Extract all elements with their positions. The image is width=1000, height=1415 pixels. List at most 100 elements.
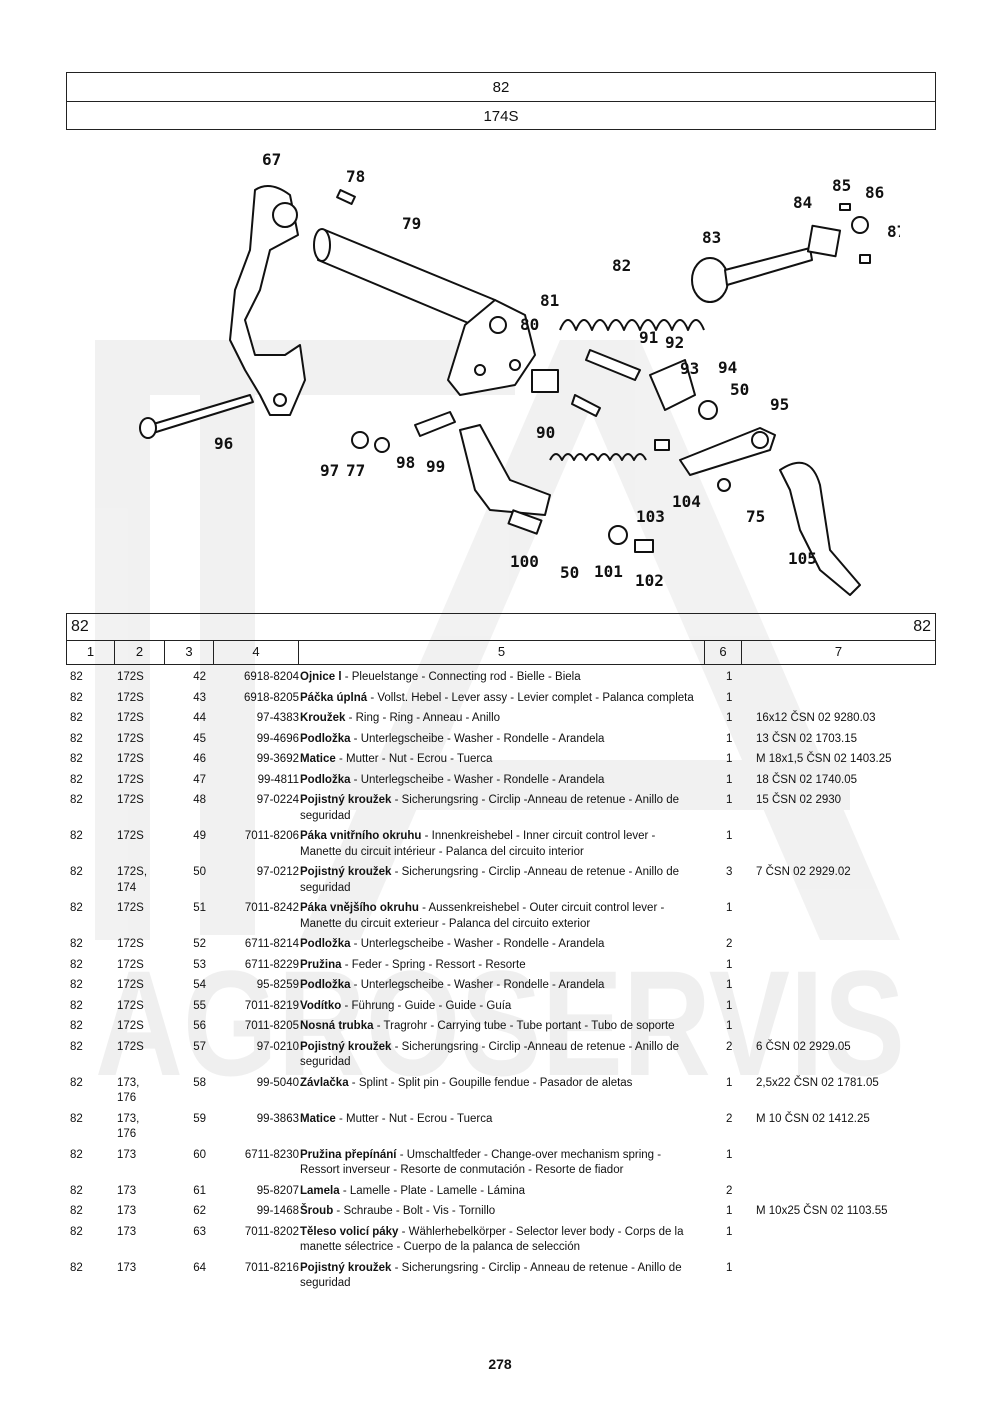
cell-position: 53 [193, 958, 206, 971]
callout-77: 77 [346, 461, 365, 480]
cell-position: 55 [193, 999, 206, 1012]
exploded-parts-diagram: 67 78 79 84 85 86 87 83 82 81 80 91 92 9… [139, 150, 900, 596]
callout-103: 103 [636, 507, 665, 526]
column-headers: 1 2 3 4 5 6 7 [66, 640, 936, 665]
cell-quantity: 1 [726, 712, 733, 724]
cell-quantity: 2 [726, 1184, 733, 1197]
part-translations: - Unterlegscheibe - Washer - Rondelle - … [350, 938, 605, 950]
cell-part-number: 99-4696 [256, 732, 299, 745]
callout-90: 90 [536, 423, 555, 442]
cell-description: Podložka - Unterlegscheibe - Washer - Ro… [300, 978, 700, 994]
cell-group: 82 [70, 691, 83, 704]
cell-part-number: 95-8259 [256, 979, 299, 991]
cell-standard: 15 ČSN 02 2930 [756, 794, 842, 806]
part-translations: - Pleuelstange - Connecting rod - Bielle… [341, 671, 581, 683]
part-name: Kroužek [300, 712, 346, 724]
cell-quantity: 2 [726, 1112, 733, 1125]
callout-96: 96 [214, 434, 233, 453]
cell-group: 82 [70, 958, 83, 971]
part-name: Pružina přepínání [300, 1148, 397, 1161]
cell-part-number: 7011-8219 [244, 999, 299, 1012]
cell-quantity: 2 [726, 1040, 733, 1053]
part-101-bushing [608, 525, 628, 545]
cell-position: 51 [193, 902, 206, 914]
callout-104: 104 [672, 492, 701, 511]
cell-model: 173 [117, 1184, 137, 1197]
cell-position: 58 [193, 1076, 206, 1089]
cell-part-number: 99-4811 [257, 773, 299, 786]
part-translations: - Vollst. Hebel - Lever assy - Levier co… [367, 691, 694, 704]
cell-group: 82 [70, 712, 83, 724]
part-96-bolt [149, 394, 254, 434]
cell-quantity: 1 [726, 1225, 733, 1238]
cell-quantity: 1 [726, 671, 733, 683]
cell-part-number: 6711-8214 [244, 938, 299, 950]
cell-model: 172S [117, 691, 144, 704]
cell-standard: 16x12 ČSN 02 9280.03 [756, 712, 876, 724]
part-name: Pojistný kroužek [300, 1040, 392, 1053]
part-102-screw [634, 539, 654, 553]
callout-67: 67 [262, 150, 281, 169]
cell-part-number: 7011-8216 [244, 1261, 299, 1274]
cell-position: 46 [193, 753, 206, 765]
col-header-5: 5 [299, 640, 705, 664]
part-name: Šroub [300, 1205, 334, 1217]
part-name: Pružina [300, 958, 342, 971]
cell-part-number: 6711-8229 [244, 958, 299, 971]
cell-standard: 7 ČSN 02 2929.02 [756, 866, 851, 878]
part-103-spring [549, 453, 647, 461]
part-name: Podložka [300, 979, 351, 991]
cell-standard: M 18x1,5 ČSN 02 1403.25 [756, 753, 892, 765]
cell-part-number: 97-0210 [256, 1040, 299, 1053]
callout-97: 97 [320, 461, 339, 480]
cell-position: 52 [193, 938, 206, 950]
part-94-washer [698, 400, 718, 420]
callout-50a: 50 [730, 380, 749, 399]
part-name: Lamela [300, 1184, 340, 1197]
part-translations: - Innenkreishebel - Inner circuit contro… [300, 830, 656, 858]
cell-description: Pojistný kroužek - Sicherungsring - Circ… [300, 1040, 700, 1071]
part-name: Těleso volicí páky [300, 1225, 399, 1238]
cell-description: Nosná trubka - Tragrohr - Carrying tube … [300, 1019, 700, 1035]
cell-model: 172S [117, 712, 144, 724]
col-header-6: 6 [705, 640, 742, 664]
cell-model: 172S [117, 979, 144, 991]
cell-model: 172S [117, 958, 144, 971]
cell-model: 173 [117, 1225, 137, 1238]
part-75-ring [717, 478, 731, 492]
cell-group: 82 [70, 999, 83, 1012]
cell-description: Pružina - Feder - Spring - Ressort - Res… [300, 958, 700, 974]
cell-quantity: 3 [726, 866, 733, 878]
cell-description: Páka vnějšího okruhu - Aussenkreishebel … [300, 901, 700, 932]
part-translations: - Mutter - Nut - Ecrou - Tuerca [335, 753, 493, 765]
cell-model: 172S [117, 732, 144, 745]
cell-group: 82 [70, 1040, 83, 1053]
cell-position: 48 [193, 794, 206, 806]
section-left-number: 82 [71, 618, 89, 635]
cell-quantity: 1 [726, 732, 733, 745]
cell-standard: 13 ČSN 02 1703.15 [756, 732, 858, 745]
callout-95: 95 [770, 395, 789, 414]
part-name: Nosná trubka [300, 1020, 374, 1032]
cell-model: 172S [117, 671, 144, 683]
cell-quantity: 1 [726, 1261, 733, 1274]
cell-model: 173, 176 [117, 1112, 140, 1141]
page-header: 82 174S [66, 72, 936, 130]
callout-50b: 50 [560, 563, 579, 582]
cell-group: 82 [70, 1112, 83, 1125]
callout-79: 79 [402, 214, 421, 233]
cell-standard: 18 ČSN 02 1740.05 [756, 773, 858, 786]
part-name: Páka vnitřního okruhu [300, 830, 422, 842]
cell-quantity: 1 [726, 979, 733, 991]
part-translations: - Tragrohr - Carrying tube - Tube portan… [373, 1020, 675, 1032]
cell-part-number: 7011-8202 [244, 1225, 299, 1238]
cell-model: 172S, 174 [117, 866, 148, 894]
